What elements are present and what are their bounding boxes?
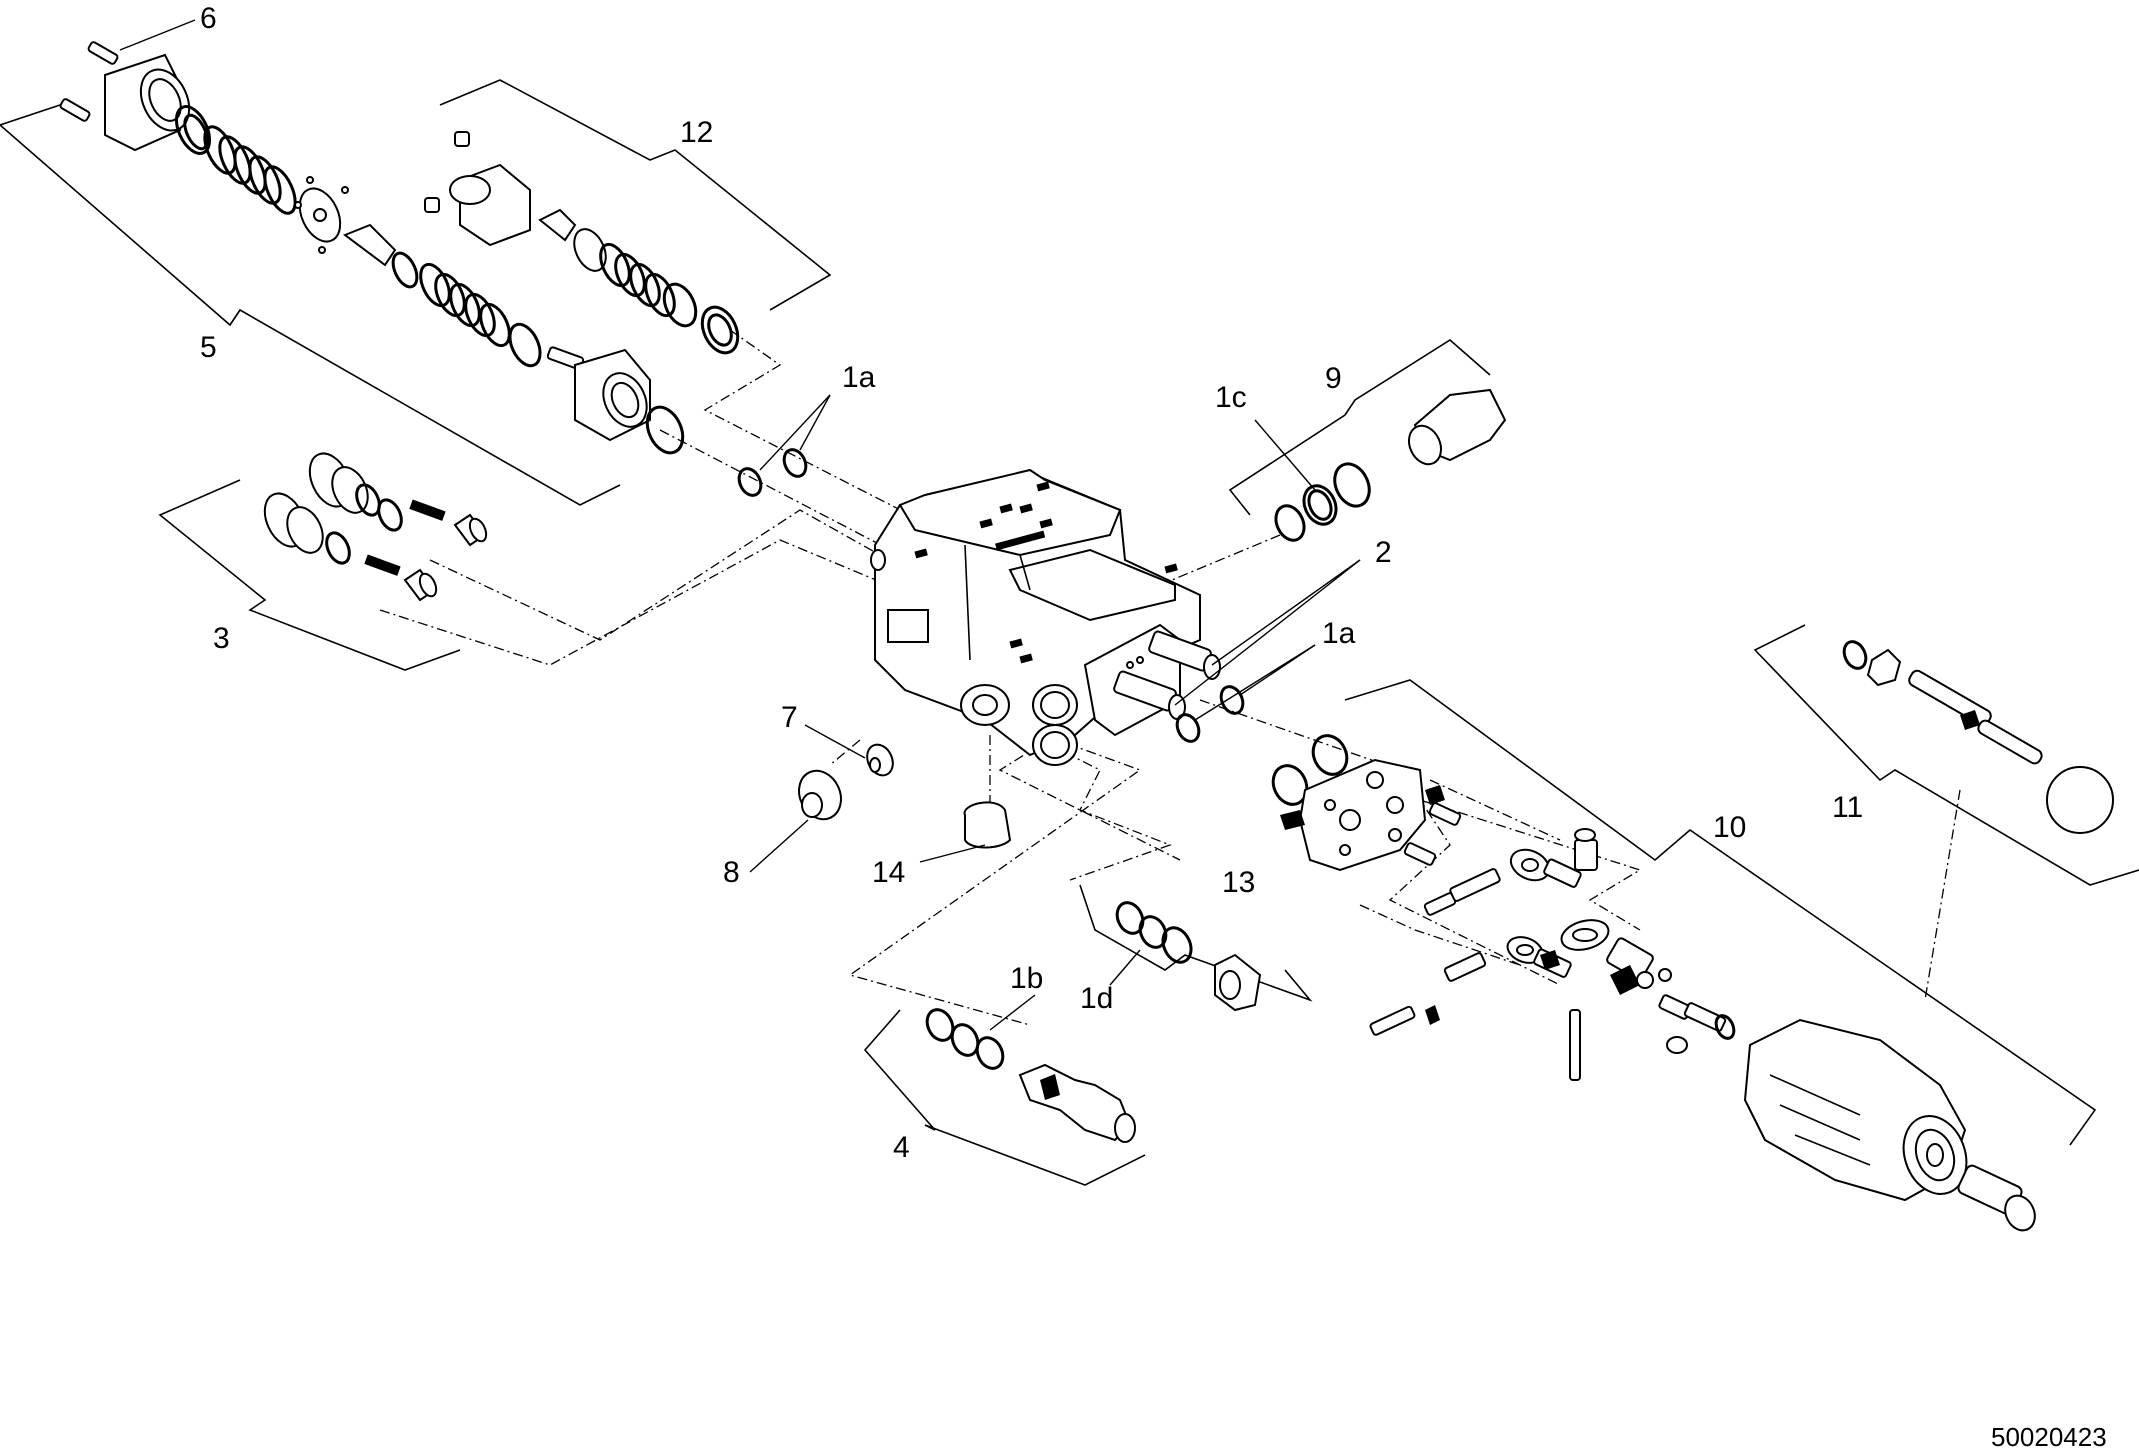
group-12-parts (424, 131, 740, 355)
group-brackets (0, 79, 2139, 1186)
callout-5: 5 (200, 331, 217, 364)
callout-labels: 6 12 5 1a 9 1c 2 1a 3 7 8 14 13 1d 1b 4 … (200, 2, 2107, 1452)
callout-12: 12 (680, 116, 713, 149)
document-number: 50020423 (1991, 1422, 2107, 1452)
callout-1b: 1b (1010, 962, 1043, 995)
leader-lines (119, 19, 1361, 1031)
group-10-parts (1271, 734, 2036, 1232)
group-5-parts (59, 41, 685, 455)
callout-11: 11 (1832, 791, 1863, 824)
callout-14: 14 (872, 856, 905, 889)
callout-1a-top: 1a (842, 361, 876, 394)
callout-9: 9 (1325, 362, 1342, 395)
callout-13: 13 (1222, 866, 1255, 899)
callout-10: 10 (1713, 811, 1746, 844)
valve-body (870, 468, 1221, 766)
group-3-parts (263, 452, 488, 602)
callout-1a-right: 1a (1322, 617, 1356, 650)
items-7-8-14 (798, 743, 1012, 849)
callout-3: 3 (213, 622, 230, 655)
callout-7: 7 (781, 701, 798, 734)
group-13-parts (1115, 901, 1262, 1012)
group-9-parts (1274, 388, 1507, 542)
callout-1c: 1c (1215, 381, 1247, 414)
group-4-parts (925, 1008, 1136, 1143)
callout-8: 8 (723, 856, 740, 889)
callout-4: 4 (893, 1131, 910, 1164)
callout-1d: 1d (1080, 982, 1113, 1015)
orings-1a (737, 448, 1245, 743)
callout-6: 6 (200, 2, 217, 35)
group-11-parts (1842, 640, 2114, 834)
callout-2: 2 (1375, 536, 1392, 569)
